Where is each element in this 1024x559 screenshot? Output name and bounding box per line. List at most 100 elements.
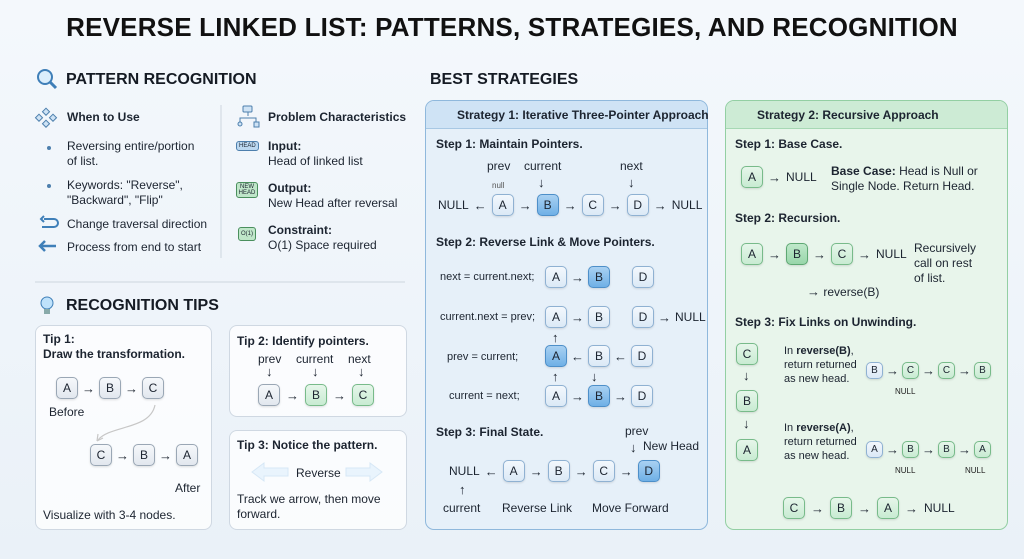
node: B [902,441,919,458]
tip1-subtitle: Draw the transformation. [43,347,186,361]
s2-step2-list: A B C NULL [741,243,907,265]
s1-step1-title: Step 1: Maintain Pointers. [436,137,583,151]
arrow-right-icon [564,198,577,213]
node: A [545,345,567,367]
arrow-right-icon [333,388,346,403]
node: A [56,377,78,399]
arrow-right-icon [571,310,584,325]
hierarchy-icon [237,105,260,128]
node: C [783,497,805,519]
node: A [741,243,763,265]
arrow-down-icon [628,174,635,192]
reverse-b-text: In reverse(B), [784,345,854,357]
node: C [902,362,919,379]
arrow-right-icon [768,170,781,185]
page-title: REVERSE LINKED LIST: PATTERNS, STRATEGIE… [66,12,958,42]
null-label: NULL [876,247,907,261]
node: B [786,243,808,265]
node: B [547,460,570,482]
node: A [736,439,758,461]
tip2-list: A B C [258,384,374,406]
node: A [176,444,198,466]
s1-step2-row1: A B D [545,266,654,288]
bullet [47,184,51,188]
code-line: current.next = prev; [440,311,536,323]
prev-label: prev [625,424,649,438]
final-list: C B A NULL [783,497,955,519]
tip1-card [35,325,212,530]
node: A [974,441,991,458]
current-label: current [443,501,481,515]
null-label: NULL [675,310,706,324]
node: B [938,441,955,458]
null-label: NULL [438,198,469,212]
null-small: NULL [895,387,916,396]
node: B [974,362,991,379]
base-case-text1: Head is Null or [899,164,978,178]
arrow-down-icon [538,174,545,192]
node: B [305,384,327,406]
s1-step2-row2: A B D NULL [545,306,706,328]
arrow-right-icon [768,247,781,262]
code-line: current = next; [449,390,520,402]
node: A [491,194,514,216]
arrow-down-icon [312,363,319,381]
reverse-label: Reverse [296,466,341,480]
pattern-heading: PATTERN RECOGNITION [66,71,257,88]
node: C [831,243,853,265]
text: , [850,422,854,434]
node: B [830,497,852,519]
input-value: Head of linked list [268,154,363,168]
strategies-heading: BEST STRATEGIES [430,71,579,88]
node: B [588,266,610,288]
arrow-right-icon [922,442,935,457]
arrow-up-icon [552,368,559,386]
text: In [784,422,797,434]
s1-step2-title: Step 2: Reverse Link & Move Pointers. [436,235,655,249]
arrow-right-icon [575,464,588,479]
tips-heading: RECOGNITION TIPS [66,297,219,314]
move-forward-label: Move Forward [592,501,669,515]
current-label: current [524,159,562,173]
when-item: "Backward", "Flip" [67,193,163,207]
node: A [741,166,763,188]
after-label: After [175,481,201,495]
arrow-down-icon [630,439,637,457]
tip1-title: Tip 1: [43,332,75,346]
node: B [99,377,121,399]
tip1-after-list: C B A [90,444,198,466]
when-item: Process from end to start [67,240,202,254]
null-label: NULL [924,501,955,515]
reverse-b-text: as new head. [784,373,850,385]
arrow-right-icon [807,284,820,299]
chip-icon: O(1) [238,227,256,241]
null-label: NULL [786,170,817,184]
arrow-right-icon [658,310,671,325]
tip1-before-list: A B C [56,377,164,399]
arrow-right-icon [609,198,622,213]
node: C [736,343,758,365]
arrow-right-icon [614,389,627,404]
when-title: When to Use [67,110,140,124]
node: D [631,345,653,367]
arrow-right-icon [571,389,584,404]
base-case-text: Base Case: Head is Null or [831,164,978,178]
node: B [133,444,155,466]
node: B [866,362,883,379]
arrow-right-icon [905,501,918,516]
s2-step3-title: Step 3: Fix Links on Unwinding. [735,315,917,329]
new-head-label: New Head [643,439,700,453]
arrow-down-icon [358,363,365,381]
tip2-title: Tip 2: Identify pointers. [237,334,369,348]
arrow-right-icon [958,363,971,378]
arrow-right-icon [82,381,95,396]
reverse-a-text: In reverse(A), [784,422,854,434]
text: reverse(A) [796,422,851,434]
search-icon [37,69,58,90]
node: B [588,345,610,367]
text: , [850,345,854,357]
arrow-left-icon [38,240,56,252]
arrow-right-icon [125,381,138,396]
tip3-text: forward. [237,507,281,521]
reverse-call-label: reverse(B) [807,284,879,299]
